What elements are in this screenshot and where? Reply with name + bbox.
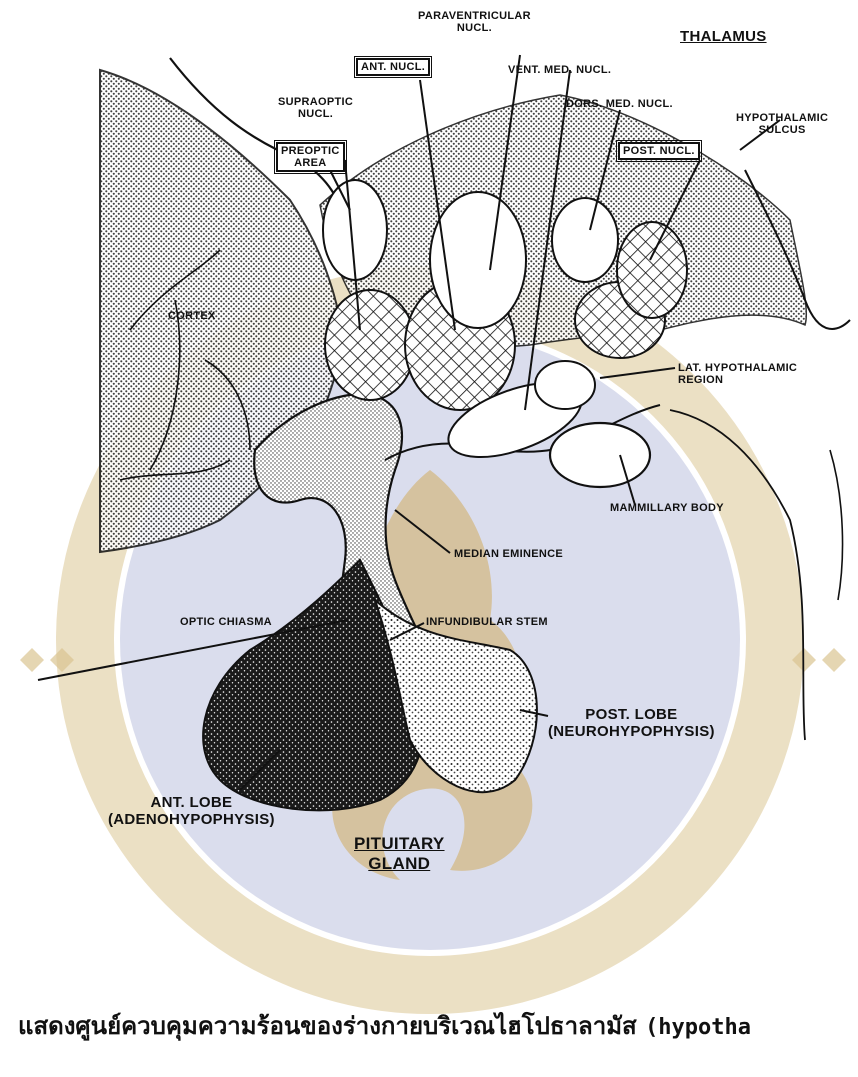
post-lobe-label: POST. LOBE(NEUROHYPOPHYSIS)	[548, 706, 715, 740]
optic-chiasma-label: OPTIC CHIASMA	[180, 616, 272, 628]
supraoptic-hatch	[325, 290, 415, 400]
nerve-line-outer	[830, 450, 843, 600]
vent-med-nucl-label: VENT. MED. NUCL.	[508, 64, 611, 76]
thalamus-label: THALAMUS	[680, 28, 767, 45]
mammillary-body-label: MAMMILLARY BODY	[610, 502, 724, 514]
dorsomedial-ellipse	[552, 198, 618, 282]
ant-lobe-label: ANT. LOBE(ADENOHYPOPHYSIS)	[108, 794, 275, 828]
mammillary-body	[550, 423, 650, 487]
caption-thai: แสดงศูนย์ควบคุมความร้อนของร่างกายบริเวณไ…	[18, 1012, 637, 1040]
cortex-label: CORTEX	[168, 310, 216, 322]
ant-nucl-label: ANT. NUCL.	[356, 58, 430, 76]
posterior-hatch	[617, 222, 687, 318]
lat-hypothalamic-ellipse	[535, 361, 595, 409]
dors-med-nucl-label: DORS. MED. NUCL.	[566, 98, 673, 110]
median-eminence-label: MEDIAN EMINENCE	[454, 548, 563, 560]
post-nucl-label: POST. NUCL.	[618, 142, 700, 160]
infundibular-stem-label: INFUNDIBULAR STEM	[426, 616, 548, 628]
caption-latin: (hypotha	[645, 1015, 751, 1040]
figure-caption: แสดงศูนย์ควบคุมความร้อนของร่างกายบริเวณไ…	[18, 1006, 858, 1045]
